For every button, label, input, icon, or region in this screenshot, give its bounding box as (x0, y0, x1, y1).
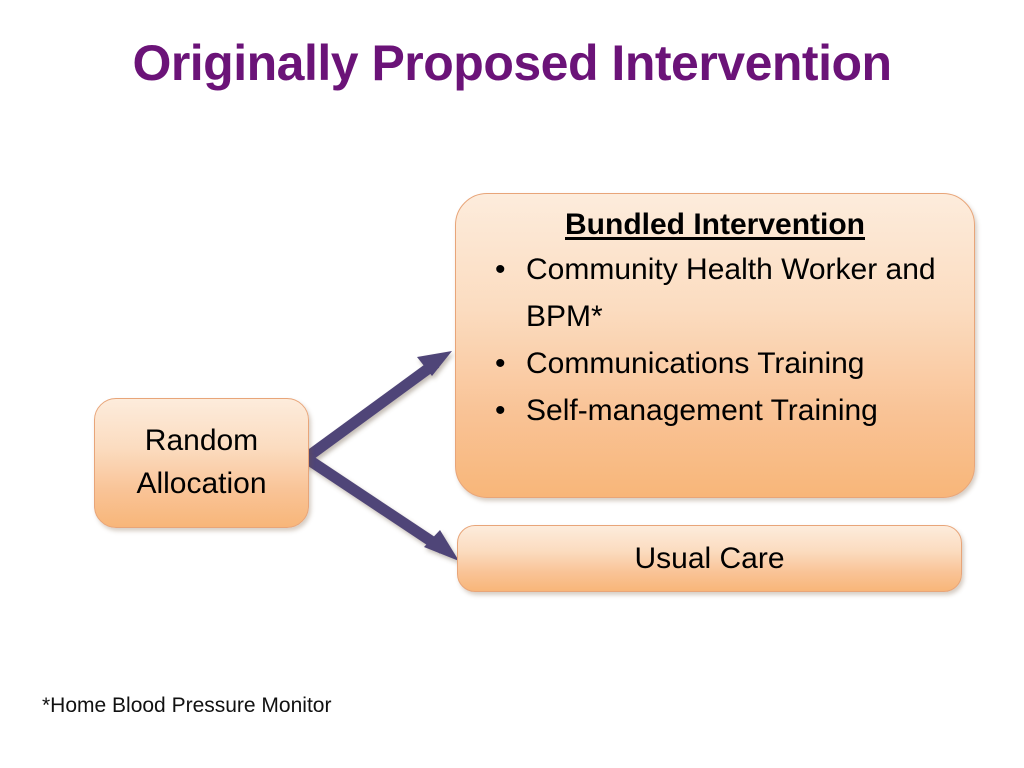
node-usual-care[interactable]: Usual Care (457, 525, 962, 592)
list-item-label: Self-management Training (526, 393, 878, 427)
list-item-label: Communications Training (526, 346, 865, 380)
arrow-to-usual-care (302, 453, 459, 561)
bullet-dot-icon: • (495, 393, 506, 427)
list-item: • Community Health Worker and BPM* (470, 246, 960, 340)
list-item: • Communications Training (470, 340, 960, 387)
node-random-allocation-line2: Allocation (136, 467, 267, 500)
node-bundled-intervention-bullet-list: • Community Health Worker and BPM* • Com… (470, 246, 960, 434)
node-bundled-intervention-heading: Bundled Intervention (565, 208, 865, 241)
footnote-text: *Home Blood Pressure Monitor (42, 694, 332, 717)
node-random-allocation-line1: Random (144, 424, 259, 458)
bullet-dot-icon: • (495, 346, 506, 380)
node-usual-care-label: Usual Care (634, 541, 785, 575)
list-item-label: Community Health Worker and BPM* (526, 252, 936, 333)
bullet-dot-icon: • (495, 252, 506, 286)
arrow-to-bundled-intervention (302, 351, 452, 463)
node-random-allocation-label: Random Allocation (128, 420, 274, 505)
page-title: Originally Proposed Intervention (132, 35, 892, 91)
node-random-allocation[interactable]: Random Allocation (94, 398, 309, 528)
list-item: • Self-management Training (470, 387, 960, 434)
node-bundled-intervention[interactable]: Bundled Intervention • Community Health … (455, 193, 975, 498)
